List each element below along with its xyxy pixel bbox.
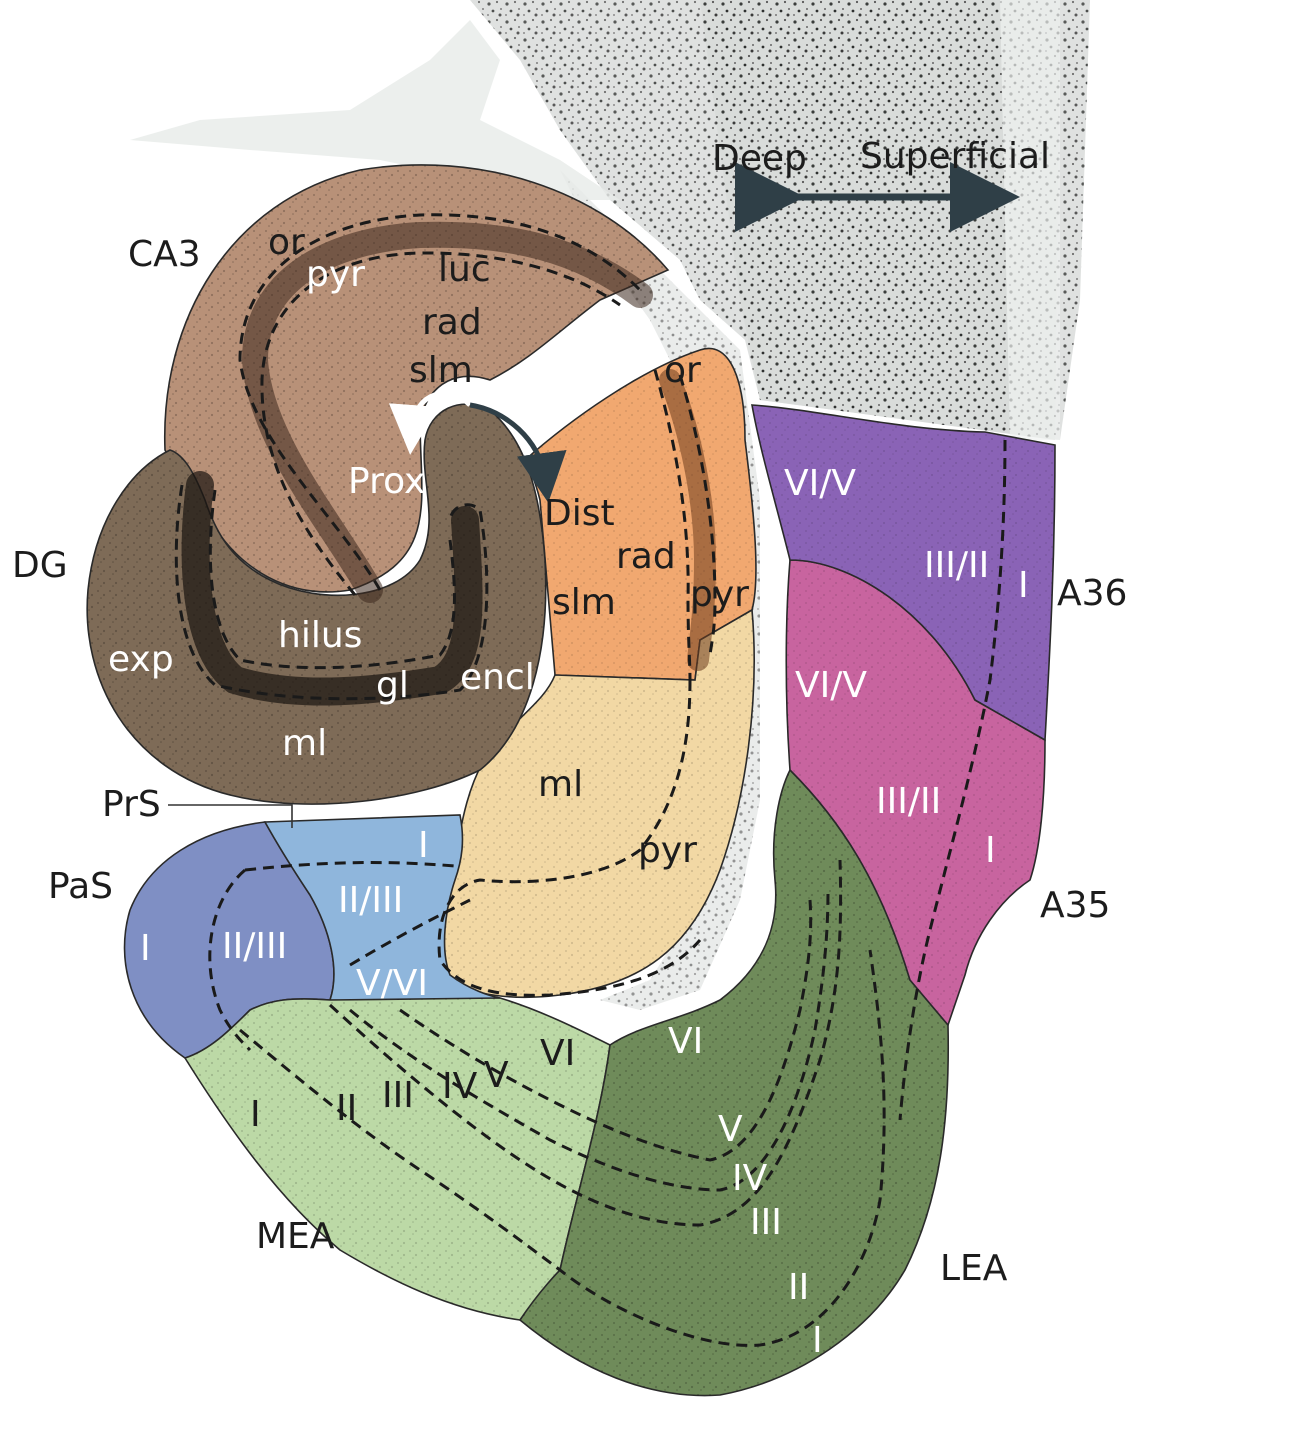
ca1-layer-pyr: pyr (690, 574, 749, 615)
pas-layer-ii-iii: II/III (222, 926, 287, 967)
ca1-layer-rad: rad (616, 536, 676, 577)
prs-layer-v-vi: V/VI (356, 963, 428, 1004)
a36-layer-vi-v: VI/V (784, 463, 856, 504)
a35-layer-iii-ii: III/II (876, 781, 941, 822)
mea-layer-i: I (250, 1094, 261, 1135)
axis-label-deep: Deep (712, 138, 807, 179)
region-a36 (751, 404, 1056, 742)
sub-layer-pyr: pyr (638, 830, 697, 871)
lea-layer-ii: II (788, 1267, 809, 1308)
dashed-layer-boundaries (174, 213, 1007, 1347)
region-name-prs: PrS (102, 784, 161, 825)
prox-arrow (388, 391, 472, 455)
a35-layer-i: I (985, 830, 996, 871)
lea-layer-i: I (812, 1320, 823, 1361)
prox-label: Prox (348, 461, 425, 502)
ca1-layer-or: or (664, 350, 701, 391)
prs-layer-i: I (418, 825, 429, 866)
region-name-ca3: CA3 (128, 234, 201, 275)
region-lea (518, 768, 950, 1397)
dist-arrow (469, 402, 567, 503)
ca3-layer-or: or (268, 222, 305, 263)
ca3-layer-slm: slm (409, 350, 473, 391)
region-name-dg: DG (12, 545, 68, 586)
region-name-a35: A35 (1040, 885, 1110, 926)
lea-layer-iv: IV (732, 1158, 768, 1199)
prs-leader-line (168, 804, 293, 828)
a35-layer-vi-v: VI/V (795, 665, 867, 706)
ca3-layer-luc: luc (438, 249, 491, 290)
ca3-layer-rad: rad (422, 302, 482, 343)
mea-layer-iii: III (382, 1075, 414, 1116)
region-name-pas: PaS (48, 866, 113, 907)
a36-layer-i: I (1018, 565, 1029, 606)
axis-label-superficial: Superficial (860, 136, 1050, 177)
ca3-layer-pyr: pyr (306, 254, 365, 295)
mea-layer-v: V (484, 1055, 509, 1096)
mea-layer-vi: VI (540, 1033, 575, 1074)
mea-layer-iv: IV (442, 1066, 478, 1107)
dg-layer-hilus: hilus (278, 615, 362, 656)
ca1-layer-slm: slm (552, 582, 616, 623)
lea-layer-v: V (718, 1109, 743, 1150)
dg-layer-encl: encl (460, 657, 535, 698)
region-name-lea: LEA (940, 1248, 1008, 1289)
lea-layer-vi: VI (668, 1021, 703, 1062)
a36-layer-iii-ii: III/II (924, 545, 989, 586)
prs-layer-ii-iii: II/III (338, 880, 403, 921)
dist-label: Dist (544, 493, 615, 534)
mea-layer-ii: II (336, 1088, 357, 1129)
region-prs (263, 814, 501, 1003)
dg-layer-gl: gl (376, 665, 409, 706)
pas-layer-i: I (140, 928, 151, 969)
dg-layer-ml: ml (282, 723, 327, 764)
sub-layer-ml: ml (538, 764, 583, 805)
region-name-mea: MEA (256, 1216, 335, 1257)
lea-layer-iii: III (750, 1202, 782, 1243)
region-name-a36: A36 (1057, 573, 1127, 614)
dg-layer-exp: exp (108, 639, 174, 680)
